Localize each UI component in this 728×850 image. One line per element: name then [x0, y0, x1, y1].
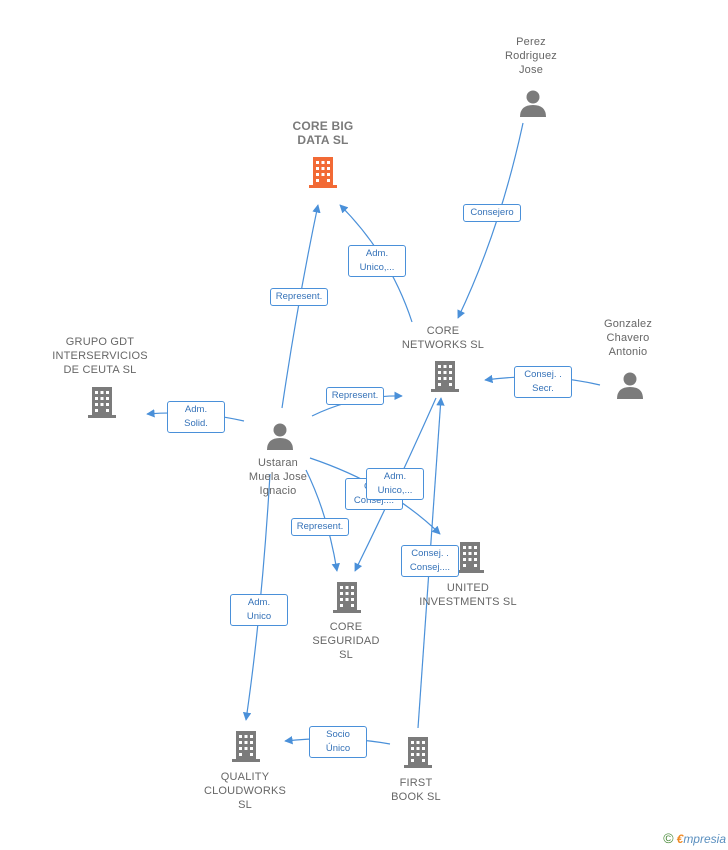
- person-icon[interactable]: [518, 88, 548, 118]
- copyright-icon: ©: [663, 830, 674, 846]
- edge-label-networks-bigdata[interactable]: Adm. Unico,...: [348, 245, 406, 277]
- person-icon[interactable]: [615, 370, 645, 400]
- node-label-ustaran[interactable]: Ustaran Muela Jose Ignacio: [248, 457, 308, 497]
- edge-label-networks-seguridad[interactable]: Adm. Unico,...: [366, 468, 424, 500]
- person-icon[interactable]: [265, 421, 295, 451]
- edge-label-firstbook-networks[interactable]: Consej. . Consej....: [401, 545, 459, 577]
- edge-ustaran-seguridad: [305, 469, 340, 572]
- edge-label-ustaran-quality[interactable]: Adm. Unico: [230, 594, 288, 626]
- building-icon[interactable]: [332, 580, 362, 614]
- brand-logo-initial: €: [676, 832, 684, 846]
- node-label-united-investments[interactable]: UNITED INVESTMENTS SL: [419, 582, 517, 608]
- brand-logo-text: mpresia: [683, 832, 726, 846]
- building-icon[interactable]: [231, 729, 261, 763]
- node-label-first-book[interactable]: FIRST BOOK SL: [391, 777, 441, 803]
- building-icon[interactable]: [430, 359, 460, 393]
- building-icon[interactable]: [455, 540, 485, 574]
- node-label-core-big-data[interactable]: CORE BIG DATA SL: [292, 119, 354, 147]
- footer-brand: ©€mpresia: [663, 830, 726, 846]
- node-label-core-networks[interactable]: CORE NETWORKS SL: [401, 325, 485, 351]
- building-icon[interactable]: [403, 735, 433, 769]
- node-label-gonzalez[interactable]: Gonzalez Chavero Antonio: [603, 318, 653, 358]
- building-icon[interactable]: [87, 385, 117, 419]
- node-label-core-seguridad[interactable]: CORE SEGURIDAD SL: [312, 621, 380, 661]
- edge-label-gonzalez-networks[interactable]: Consej. . Secr.: [514, 366, 572, 398]
- edge-label-ustaran-seguridad[interactable]: Represent.: [291, 518, 349, 536]
- node-label-quality-cloudworks[interactable]: QUALITY CLOUDWORKS SL: [203, 771, 287, 811]
- edge-label-ustaran-networks[interactable]: Represent.: [326, 387, 384, 405]
- edge-ustaran-bigdata: [281, 204, 321, 409]
- edge-label-perez-networks[interactable]: Consejero: [463, 204, 521, 222]
- edge-label-firstbook-quality[interactable]: Socio Único: [309, 726, 367, 758]
- node-label-grupo-gdt[interactable]: GRUPO GDT INTERSERVICIOS DE CEUTA SL: [52, 336, 148, 376]
- edge-label-ustaran-bigdata[interactable]: Represent.: [270, 288, 328, 306]
- node-label-perez[interactable]: Perez Rodriguez Jose: [505, 36, 557, 76]
- building-icon[interactable]: [308, 155, 338, 189]
- edge-label-ustaran-grupo[interactable]: Adm. Solid.: [167, 401, 225, 433]
- edge-perez-networks: [457, 122, 524, 319]
